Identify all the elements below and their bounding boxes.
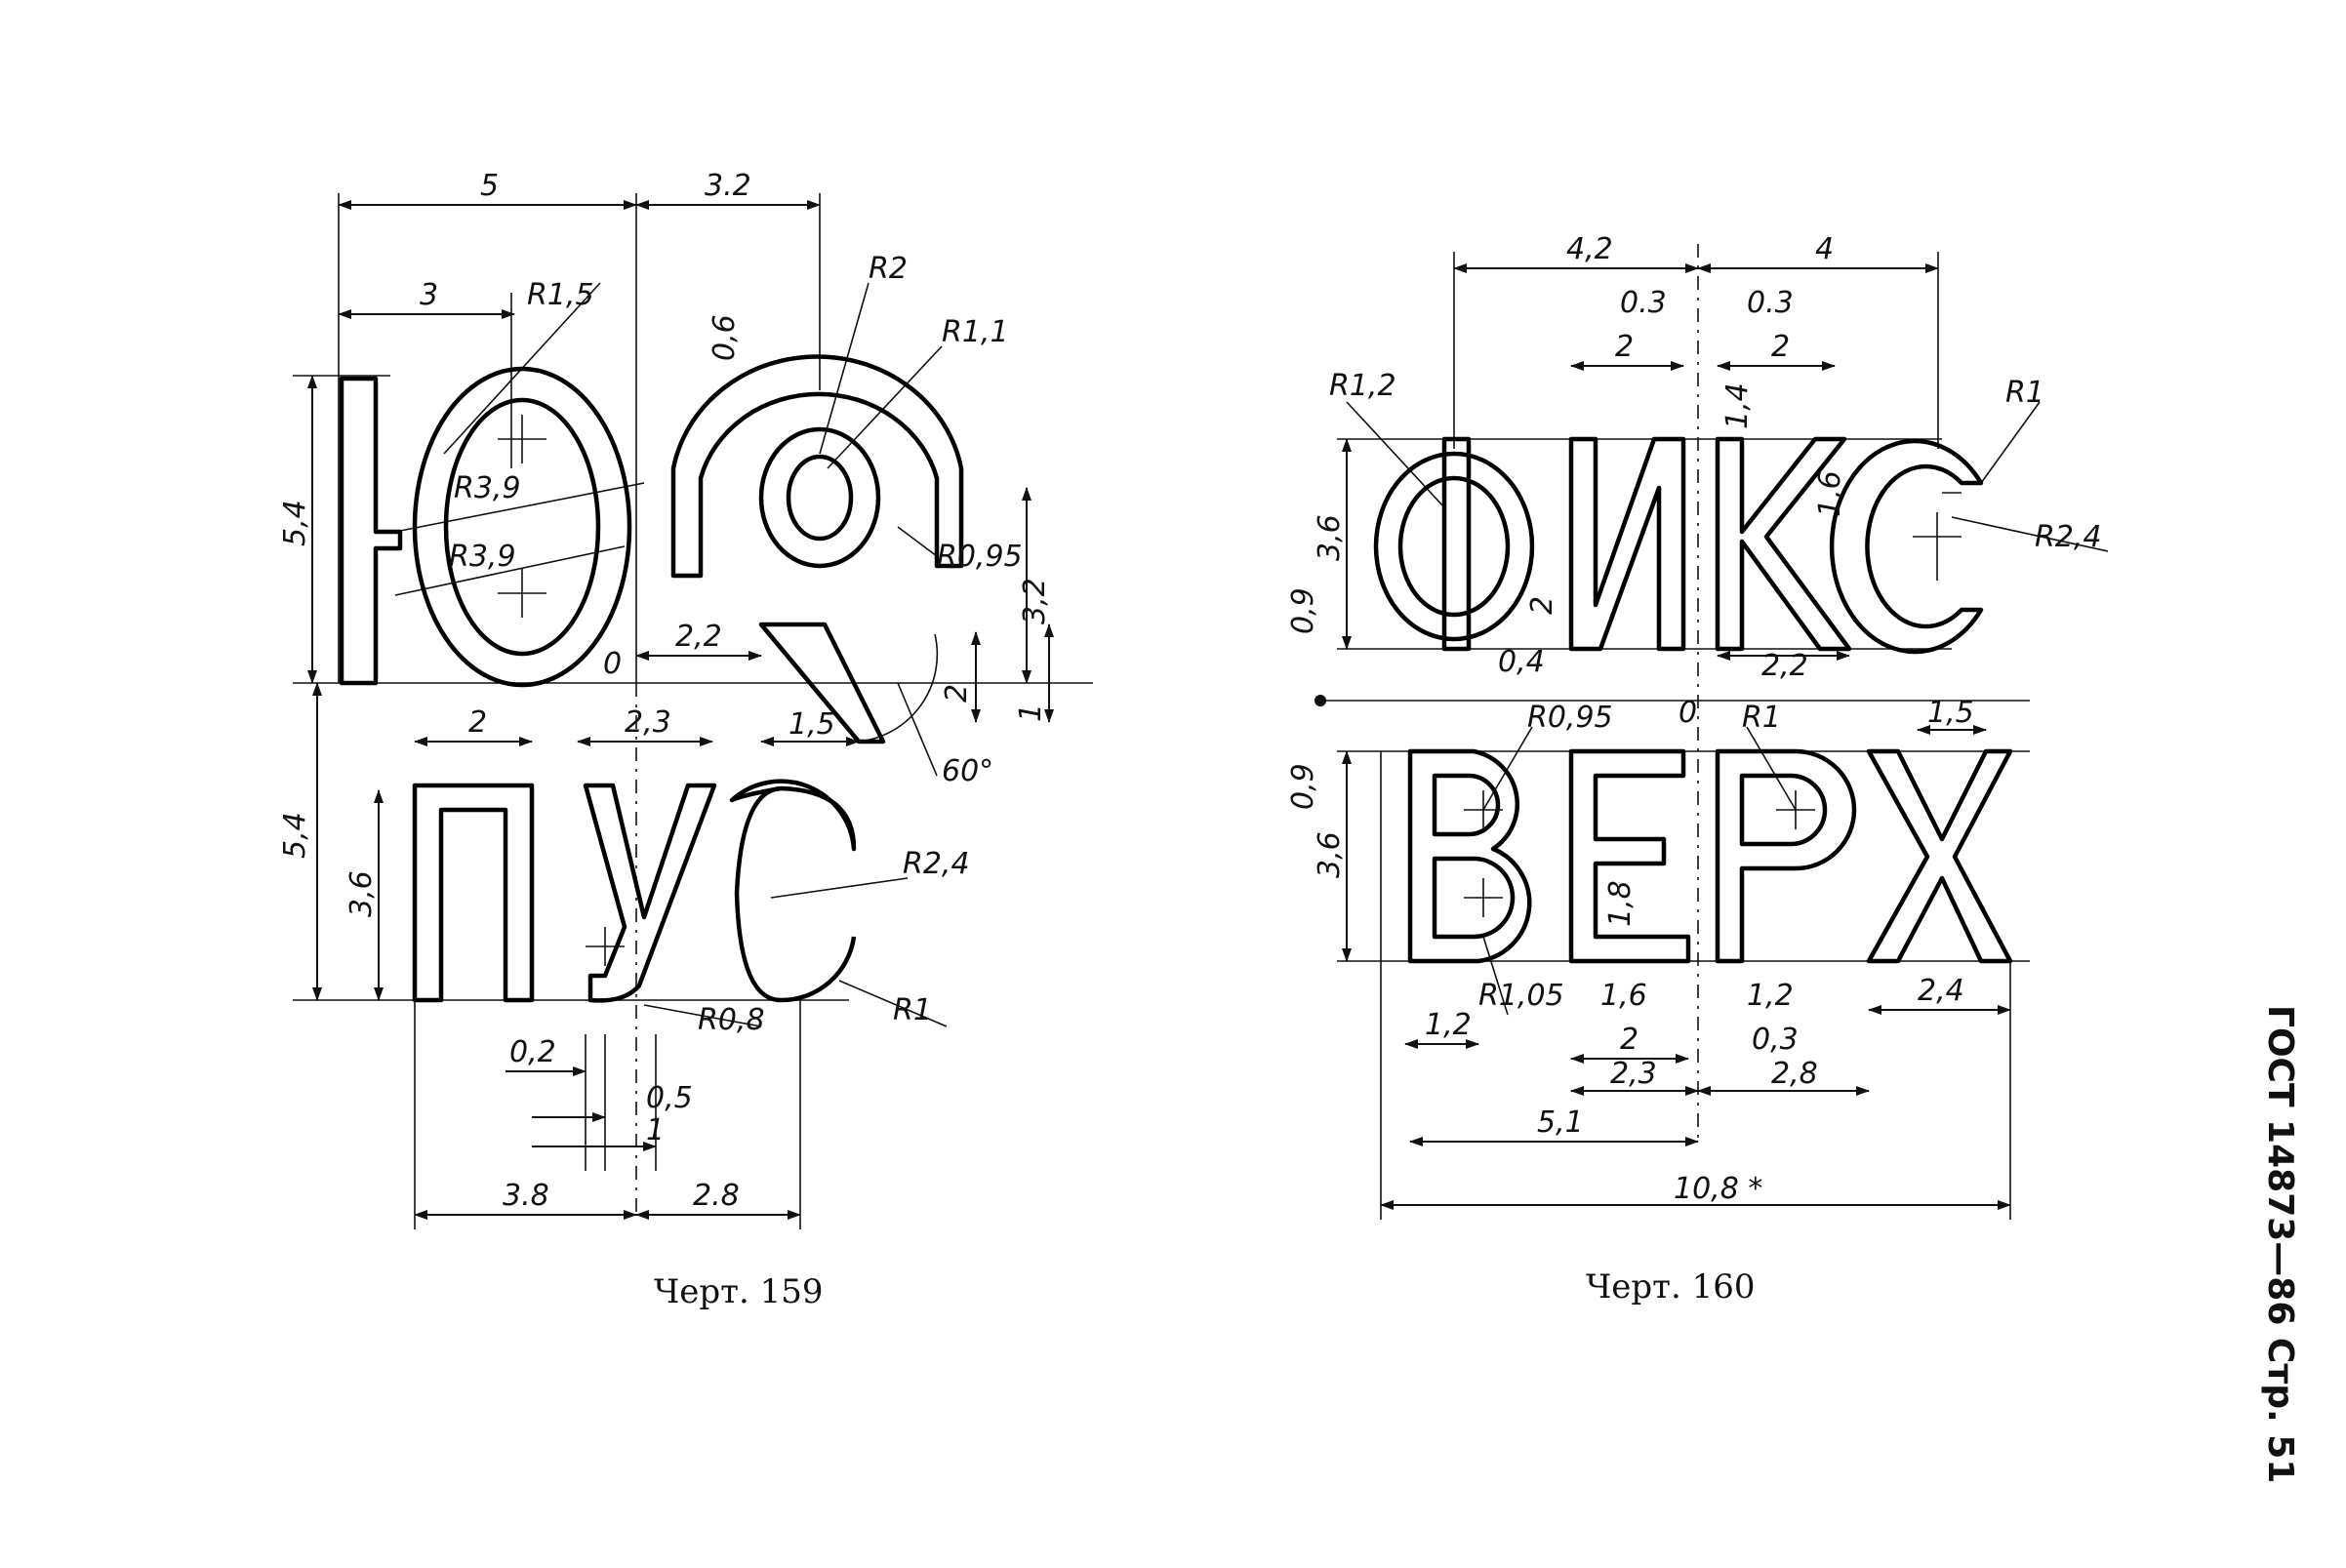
- dim-5-4-b: 5,4: [278, 812, 312, 859]
- glyph-ve: [1407, 748, 1532, 964]
- dim-r2-4: R2,4: [2035, 520, 2102, 554]
- dim-r1-b: R1: [1742, 701, 1781, 735]
- dim-2: 2: [468, 705, 487, 740]
- dim-1-2-a: 1,2: [1425, 1008, 1472, 1042]
- glyph-es: [729, 779, 857, 1003]
- dim-2-4: 2,4: [1918, 974, 1964, 1008]
- dim-r0-8: R0,8: [698, 1003, 765, 1037]
- dim-2-8: 2,8: [1771, 1057, 1818, 1091]
- dim-1-5: 1,5: [789, 707, 835, 742]
- dim-2-b: 2: [1771, 330, 1790, 364]
- glyph-ef-stem: [1441, 436, 1472, 652]
- dim-0-4: 0,4: [1498, 645, 1545, 679]
- dim-5-1: 5,1: [1537, 1106, 1584, 1140]
- glyph-ve-inner1: [1432, 773, 1501, 837]
- glyph-ka: [1715, 436, 1852, 652]
- glyph-ef-inner: [1397, 475, 1511, 618]
- glyph-pe: [412, 783, 535, 1003]
- dim-r1-5: R1,5: [527, 278, 594, 312]
- glyph-ie: [1568, 748, 1691, 964]
- dim-2-3: 2,3: [625, 705, 671, 740]
- dim-r1-2: R1,2: [1329, 369, 1396, 403]
- dim-1-6-v: 1,6: [1813, 470, 1847, 517]
- dim-1-5: 1,5: [1927, 696, 1974, 730]
- dim-2-3: 2,3: [1610, 1057, 1657, 1091]
- dim-3-6-b: 3,6: [1313, 831, 1347, 878]
- dim-1-2-b: 1,2: [1747, 979, 1794, 1013]
- dim-3-2-v: 3,2: [1018, 578, 1052, 624]
- origin-dot: [1315, 695, 1326, 706]
- dim-2-2: 2,2: [1761, 649, 1808, 683]
- figure-159: 5 3.2 3 R1,5 R2 R1,1 0,6 R3,9 R3,9 R0,95…: [278, 169, 1093, 1311]
- caption-fig-160: Черт. 160: [1586, 1267, 1756, 1307]
- dim-0-5: 0,5: [646, 1081, 693, 1115]
- glyph-ef-bowl: [1373, 451, 1535, 642]
- dim-1: 1: [646, 1113, 665, 1147]
- glyph-er-inner: [1739, 773, 1828, 847]
- dim-1-4: 1,4: [1720, 382, 1755, 429]
- glyph-yu-outer: [412, 366, 632, 688]
- dim-0-3-c: 0,3: [1752, 1023, 1799, 1057]
- dim-r2-4: R2,4: [903, 847, 970, 881]
- glyph-yu: [339, 376, 403, 686]
- dim-0-9-b: 0,9: [1286, 763, 1320, 810]
- dim-r0-95: R0,95: [937, 540, 1023, 574]
- dim-3: 3: [420, 278, 438, 312]
- dim-1-8: 1,8: [1603, 880, 1638, 927]
- glyph-at-hole: [786, 454, 854, 542]
- figure-160: 4,2 4 0.3 0.3 2 2 R1,2 1,4 1,6 R1 R2,4 3…: [1286, 232, 2109, 1307]
- dim-2-v: 2: [1525, 596, 1559, 615]
- dim-r3-9-a: R3,9: [454, 471, 521, 505]
- dim-5-4-a: 5,4: [278, 500, 312, 546]
- glyph-at-inner: [758, 426, 881, 569]
- glyph-yu-inner: [443, 397, 601, 657]
- glyph-ve-inner2: [1432, 856, 1516, 940]
- dim-r1-05: R1,05: [1478, 979, 1564, 1013]
- page-side-label: ГОСТ 14873—86 Стр. 51: [2260, 1005, 2300, 1483]
- dim-2-v: 2: [940, 684, 974, 703]
- dim-2-a: 2: [1615, 330, 1634, 364]
- dim-r0-95: R0,95: [1527, 701, 1613, 735]
- glyph-parallelogram: [758, 622, 886, 744]
- dim-1-v: 1: [1014, 704, 1048, 722]
- dim-0: 0: [1679, 696, 1697, 730]
- dim-0-3-a: 0.3: [1620, 286, 1667, 320]
- dim-10-8: 10,8 *: [1674, 1172, 1762, 1206]
- dim-2-8: 2.8: [693, 1179, 740, 1213]
- dim-r1-1: R1,1: [942, 315, 1009, 349]
- dim-r2: R2: [869, 252, 908, 286]
- dim-5: 5: [480, 169, 499, 203]
- glyph-kha: [1866, 748, 2013, 964]
- dim-0-3-b: 0.3: [1747, 286, 1794, 320]
- dim-3-2: 3.2: [705, 169, 751, 203]
- dim-4: 4: [1815, 232, 1834, 266]
- dim-r1: R1: [893, 993, 932, 1027]
- dim-3-6: 3,6: [344, 870, 379, 917]
- dim-2-c: 2: [1620, 1023, 1638, 1057]
- dim-0: 0: [603, 647, 622, 681]
- dim-0-9-a: 0,9: [1286, 587, 1320, 634]
- glyph-er: [1715, 748, 1857, 964]
- dim-3-6-a: 3,6: [1313, 514, 1347, 561]
- dim-2-2: 2,2: [675, 620, 722, 654]
- dim-3-8: 3.8: [503, 1179, 549, 1213]
- dim-r3-9-b: R3,9: [449, 540, 516, 574]
- dim-r1: R1: [2005, 376, 2044, 410]
- dim-0-2: 0,2: [509, 1035, 556, 1069]
- glyph-at: [670, 354, 964, 579]
- glyph-u: [583, 783, 717, 1003]
- dim-1-6: 1,6: [1600, 979, 1647, 1013]
- dim-60-deg: 60°: [942, 754, 993, 788]
- caption-fig-159: Черт. 159: [654, 1272, 824, 1311]
- dim-0-6: 0,6: [708, 314, 742, 361]
- glyph-i: [1568, 436, 1686, 652]
- glyph-es2: [1829, 438, 1984, 655]
- dim-4-2: 4,2: [1566, 232, 1613, 266]
